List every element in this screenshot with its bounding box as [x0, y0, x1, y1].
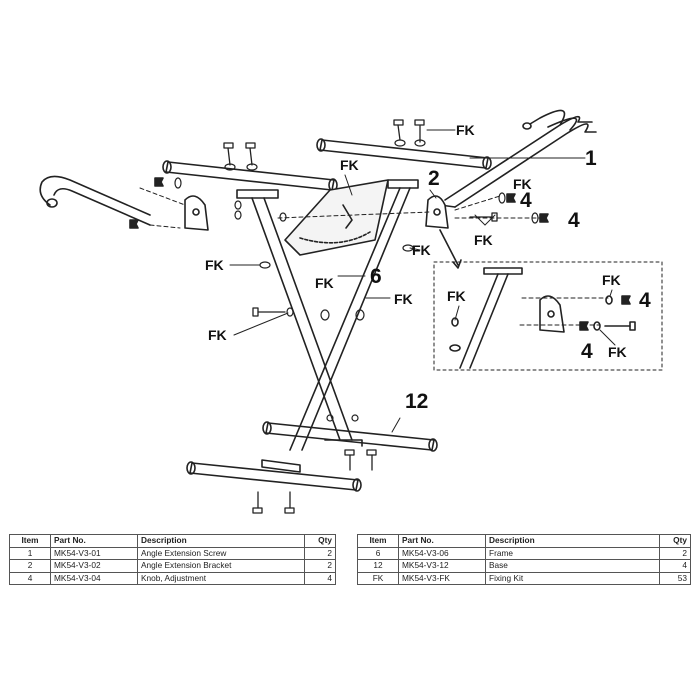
callout-fk-inset-bottom: FK	[608, 344, 627, 360]
cell-part-no: MK54-V3-02	[50, 559, 138, 573]
table-row: FK MK54-V3-FK Fixing Kit 53	[357, 571, 691, 585]
angle-extension-screw-left	[39, 175, 151, 226]
cell-item: 12	[357, 559, 399, 573]
header-description: Description	[485, 534, 660, 548]
callout-fk-inset-top: FK	[602, 272, 621, 288]
callout-4-inset-lower: 4	[581, 340, 593, 363]
callout-4-right: 4	[568, 209, 580, 232]
cell-qty: 2	[659, 546, 691, 560]
header-part-no: Part No.	[50, 534, 138, 548]
exploded-assembly-diagram: 1 2 4 4 4 4 6 12 FK FK FK FK FK FK FK FK…	[39, 109, 663, 514]
callout-1: 1	[585, 147, 597, 170]
header-item: Item	[9, 534, 51, 548]
base-tube-front	[186, 461, 362, 492]
cell-part-no: MK54-V3-12	[398, 559, 486, 573]
cell-qty: 2	[304, 546, 336, 560]
mounting-plate	[284, 179, 389, 256]
cell-item: FK	[357, 571, 399, 585]
cell-description: Angle Extension Screw	[137, 546, 305, 560]
callout-fk-inset-left: FK	[447, 288, 466, 304]
leader-lines	[229, 129, 616, 433]
callout-fk-right: FK	[394, 291, 413, 307]
cell-qty: 4	[304, 571, 336, 585]
parts-table-left: Item Part No. Description Qty 1 MK54-V3-…	[9, 534, 336, 585]
callout-fk-lower-left: FK	[208, 327, 227, 343]
angle-extension-bracket-left	[184, 195, 209, 231]
cell-description: Knob, Adjustment	[137, 571, 305, 585]
callout-6: 6	[370, 265, 382, 288]
knobs	[129, 177, 549, 229]
header-description: Description	[137, 534, 305, 548]
table-header-row: Item Part No. Description Qty	[9, 534, 336, 548]
cell-item: 6	[357, 546, 399, 560]
washers	[174, 139, 539, 422]
header-part-no: Part No.	[398, 534, 486, 548]
callout-2: 2	[428, 167, 440, 190]
cell-item: 1	[9, 546, 51, 560]
alignment-lines	[139, 187, 546, 229]
base-tube-rear	[262, 421, 438, 452]
cell-part-no: MK54-V3-06	[398, 546, 486, 560]
cell-item: 2	[9, 559, 51, 573]
callout-fk-left: FK	[205, 257, 224, 273]
callout-12: 12	[405, 390, 428, 413]
table-row: 4 MK54-V3-04 Knob, Adjustment 4	[9, 571, 336, 585]
bolts	[223, 119, 498, 514]
cell-description: Angle Extension Bracket	[137, 559, 305, 573]
parts-table-right: Item Part No. Description Qty 6 MK54-V3-…	[357, 534, 691, 585]
callout-fk-plate: FK	[340, 157, 359, 173]
detail-inset	[433, 261, 663, 371]
callout-4-inset-right: 4	[639, 289, 651, 312]
cell-item: 4	[9, 571, 51, 585]
table-row: 12 MK54-V3-12 Base 4	[357, 559, 691, 573]
cell-description: Fixing Kit	[485, 571, 660, 585]
table-row: 2 MK54-V3-02 Angle Extension Bracket 2	[9, 559, 336, 573]
cell-description: Base	[485, 559, 660, 573]
angle-extension-bracket-right	[425, 195, 449, 229]
callout-fk-bracket: FK	[474, 232, 493, 248]
cell-qty: 2	[304, 559, 336, 573]
callout-fk-center: FK	[315, 275, 334, 291]
header-qty: Qty	[304, 534, 336, 548]
detail-arrow	[439, 229, 459, 266]
table-header-row: Item Part No. Description Qty	[357, 534, 691, 548]
cell-qty: 4	[659, 559, 691, 573]
callout-fk-knob: FK	[513, 176, 532, 192]
cell-part-no: MK54-V3-04	[50, 571, 138, 585]
callout-fk-mid: FK	[412, 242, 431, 258]
base-plate	[261, 459, 301, 473]
top-rear-tube	[316, 138, 492, 170]
header-qty: Qty	[659, 534, 691, 548]
top-front-tube	[162, 160, 338, 192]
cell-description: Frame	[485, 546, 660, 560]
detail-arrow-head	[452, 259, 462, 269]
header-item: Item	[357, 534, 399, 548]
cell-part-no: MK54-V3-01	[50, 546, 138, 560]
cell-part-no: MK54-V3-FK	[398, 571, 486, 585]
table-row: 1 MK54-V3-01 Angle Extension Screw 2	[9, 546, 336, 560]
table-row: 6 MK54-V3-06 Frame 2	[357, 546, 691, 560]
callout-fk-top: FK	[456, 122, 475, 138]
cell-qty: 53	[659, 571, 691, 585]
callout-4-upper: 4	[520, 189, 532, 212]
